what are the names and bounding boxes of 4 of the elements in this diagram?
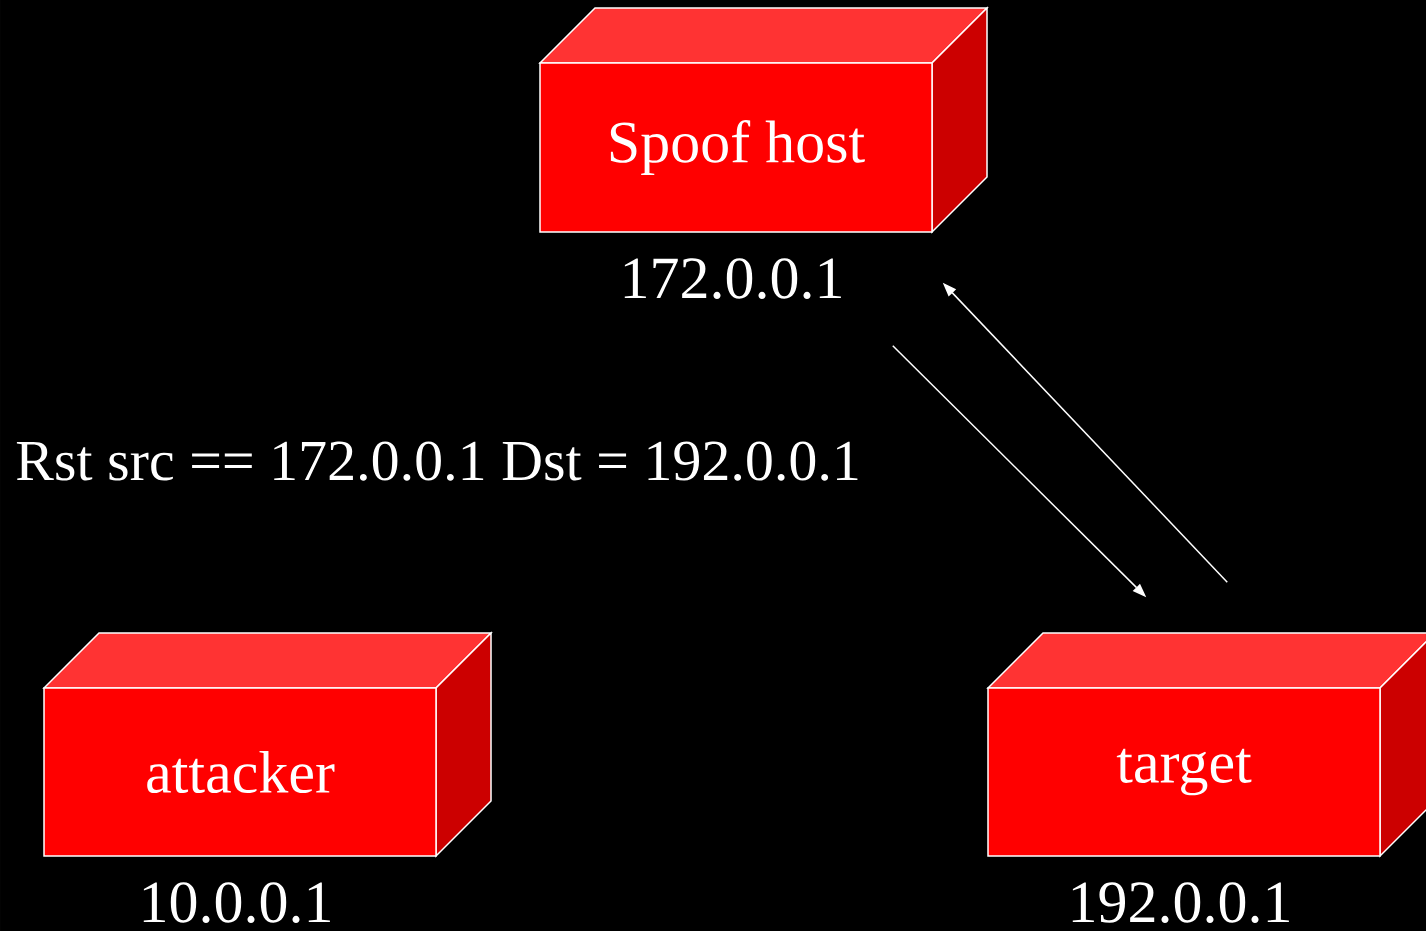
- packet-label: Rst src == 172.0.0.1 Dst = 192.0.0.1: [16, 441, 858, 481]
- ip-address-label: 172.0.0.1: [624, 258, 841, 299]
- ip-address-label: 10.0.0.1: [143, 882, 330, 923]
- ip-address-label: 192.0.0.1: [1072, 882, 1289, 923]
